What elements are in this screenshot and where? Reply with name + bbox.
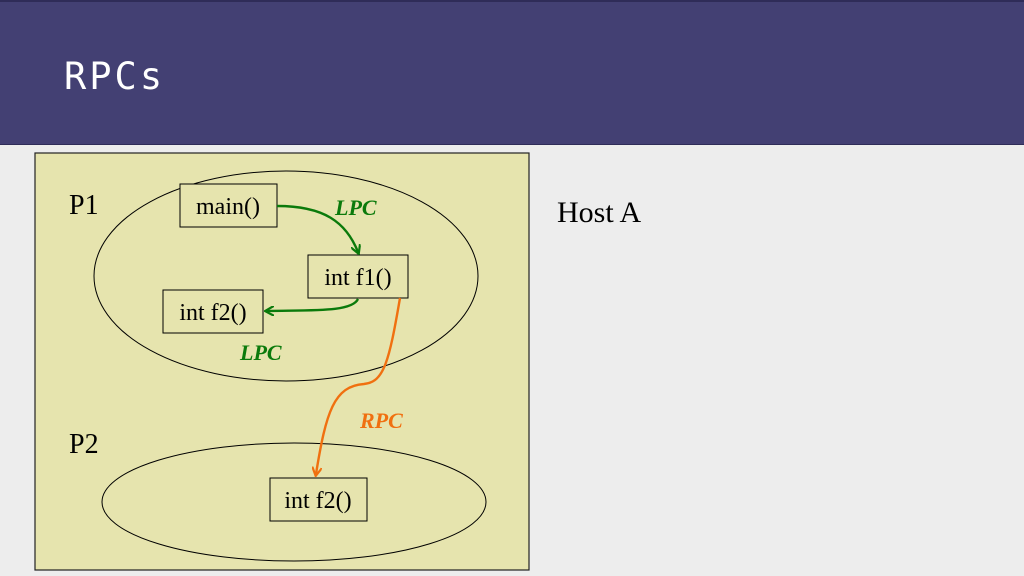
process-p2-ellipse [101,442,487,562]
f2-remote-function-label: int f2() [284,488,351,514]
f2-local-function-label: int f2() [179,300,246,326]
process-p1-ellipse [93,170,479,382]
lpc-label-f1-to-f2: LPC [239,340,282,365]
lpc-label-main-to-f1: LPC [334,195,377,220]
rpc-label: RPC [359,408,403,433]
main-function-box [179,183,278,228]
f2-remote-function-box [269,477,368,522]
lpc-arrow-f1-to-f2 [267,298,360,311]
slide-title: RPCs [64,55,166,98]
process-p1-label: P1 [69,190,99,221]
f1-function-box [307,254,409,299]
process-p2-label: P2 [69,429,99,460]
f1-function-label: int f1() [324,265,391,291]
host-diagram: P1 P2 main() int f1() int f2() int f2() … [34,152,530,571]
f2-local-function-box [162,289,264,334]
host-a-label: Host A [557,196,642,229]
rpc-arrow-f1-to-remote-f2 [316,297,402,474]
main-function-label: main() [196,194,260,220]
lpc-arrow-main-to-f1 [276,204,358,252]
title-bar: RPCs [0,0,1024,145]
